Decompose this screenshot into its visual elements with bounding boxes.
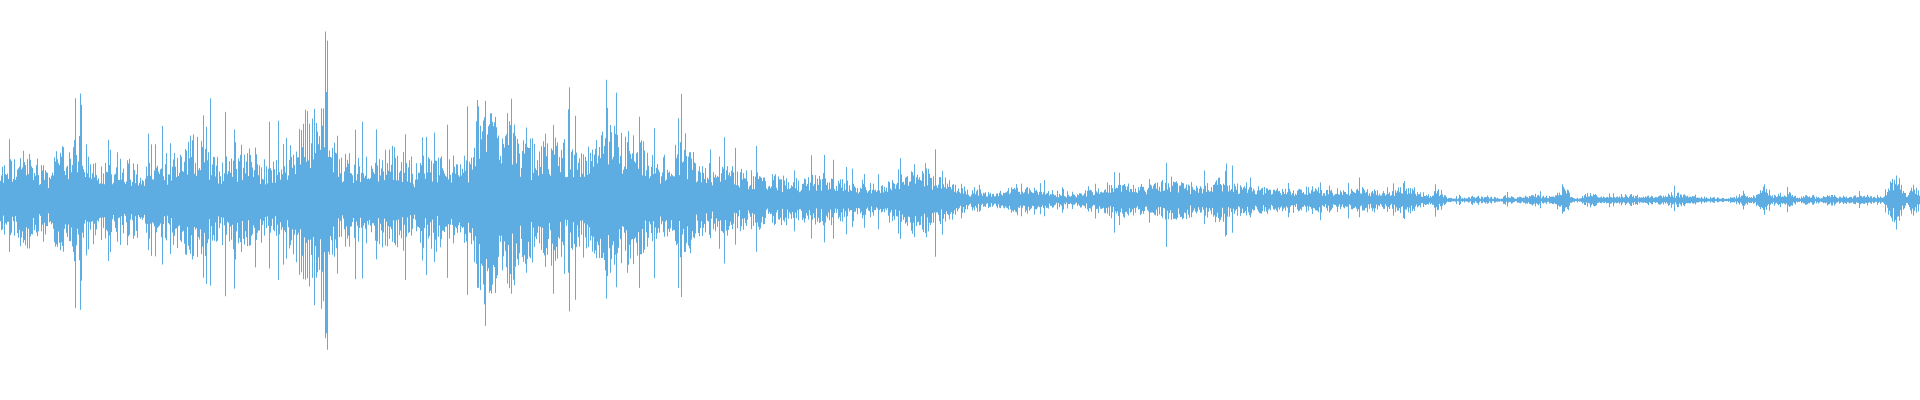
- waveform-trace: [0, 31, 1920, 350]
- waveform-samples: [0, 31, 1920, 350]
